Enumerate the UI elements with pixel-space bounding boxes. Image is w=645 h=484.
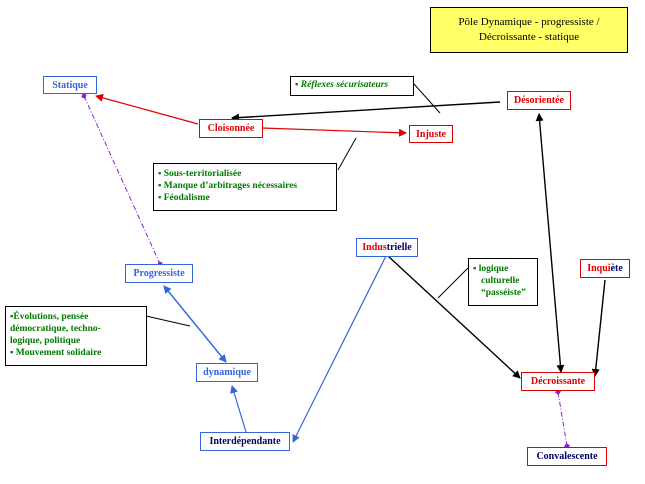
note-logique: ▪ logique culturelle “passéiste”: [468, 258, 538, 306]
node-statique: Statique: [43, 76, 97, 94]
note-evolutions-bullet: ▪: [10, 312, 14, 322]
cause-1-text: Sous-territorialisée: [163, 169, 242, 179]
note-logique-bullet: ▪: [473, 264, 477, 274]
arrow-progressiste-dynamique: [163, 285, 227, 363]
note-evolutions: ▪Évolutions, pensée démocratique, techno…: [5, 306, 147, 366]
arrow-industrielle-to-interdependante: [292, 255, 387, 443]
note-logique-line-3: “passéiste”: [481, 288, 526, 298]
note-evolutions-bullet-2: ▪: [10, 348, 14, 358]
callout-line-logique: [437, 267, 469, 299]
cause-2-bullet: ▪: [158, 181, 162, 191]
link-statique-progressiste: [81, 93, 163, 267]
callout-line-cloisonnee: [337, 137, 357, 171]
node-convalescente: Convalescente: [527, 447, 607, 466]
cause-1-bullet: ▪: [158, 169, 162, 179]
arrow-cloisonnee-to-injuste: [261, 127, 407, 137]
node-industrielle-part-2: trielle: [386, 242, 412, 253]
legend-line-2: Décroissante - statique: [478, 31, 580, 43]
arrow-cloisonnee-to-statique: [95, 93, 199, 125]
node-cloisonnee: Cloisonnée: [199, 119, 263, 138]
legend-box: Pôle Dynamique - progressiste / Décroiss…: [430, 7, 628, 53]
callout-line-evolutions: [145, 315, 191, 327]
note-logique-line-1: logique: [478, 264, 509, 274]
note-evolutions-line-3: logique, politique: [10, 336, 81, 346]
node-inquiete-part-2: ète: [610, 263, 623, 274]
note-cloisonnee-causes: ▪ Sous-territorialisée ▪ Manque d’arbitr…: [153, 163, 337, 211]
note-evolutions-line-1: Évolutions, pensée: [13, 312, 89, 322]
note-reflexes: ▪ Réflexes sécurisateurs: [290, 76, 414, 96]
callout-line-reflexes: [413, 83, 441, 114]
node-inquiete-part-1: Inqui: [587, 263, 611, 274]
note-logique-line-2: culturelle: [481, 276, 520, 286]
node-injuste: Injuste: [409, 125, 453, 143]
legend-line-1: Pôle Dynamique - progressiste /: [458, 16, 600, 28]
note-reflexes-text: Réflexes sécurisateurs: [300, 80, 389, 90]
node-desorientee: Désorientée: [507, 91, 571, 110]
note-evolutions-line-4: Mouvement solidaire: [15, 348, 102, 358]
cause-3-bullet: ▪: [158, 193, 162, 203]
node-industrielle-part-1: Indus: [362, 242, 387, 253]
arrow-industrielle-to-decroissante: [387, 255, 521, 379]
node-interdependante: Interdépendante: [200, 432, 290, 451]
note-reflexes-bullet: ▪: [295, 80, 299, 90]
arrow-interdependante-to-dynamique: [230, 385, 247, 433]
arrow-inquiete-to-decroissante: [591, 279, 606, 377]
link-decroissante-convalescente: [555, 389, 570, 449]
note-evolutions-line-2: démocratique, techno-: [10, 324, 101, 334]
cause-2-text: Manque d’arbitrages nécessaires: [163, 181, 298, 191]
node-progressiste: Progressiste: [125, 264, 193, 283]
cause-3-text: Féodalisme: [163, 193, 210, 203]
arrow-desorientee-decroissante: [535, 113, 565, 373]
node-decroissante: Décroissante: [521, 372, 595, 391]
arrow-desorientee-to-cloisonnee: [231, 101, 501, 122]
node-dynamique: dynamique: [196, 363, 258, 382]
